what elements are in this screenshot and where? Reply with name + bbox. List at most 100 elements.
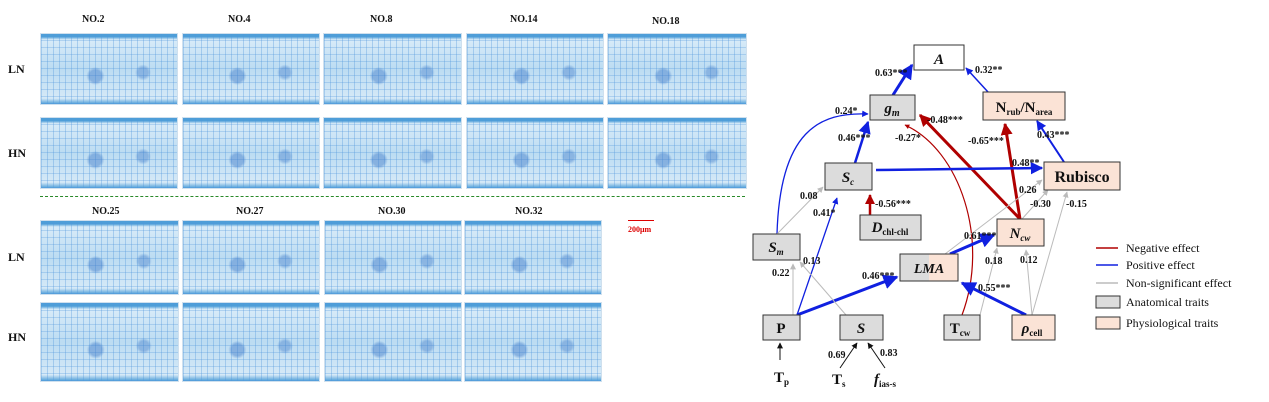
node-sc-box [824, 162, 873, 191]
row-hn-bottom: HN [8, 330, 26, 344]
label-no30: NO.30 [378, 206, 406, 217]
node-rho-box [1011, 314, 1056, 341]
node-lma: LMA [913, 262, 944, 277]
edge-ncw-gm [918, 113, 1022, 221]
edge-lma-ncw [949, 233, 996, 256]
micrograph [182, 33, 320, 105]
coef: 0.63*** [875, 68, 908, 79]
coef: 0.48** [1012, 158, 1040, 169]
node-labels: A gm Nrub/Narea Sc Rubisco Dchl-chl Sm N… [768, 52, 1109, 389]
coef: -0.48*** [927, 115, 963, 126]
node-rubisco: Rubisco [1054, 169, 1109, 186]
edge-p-lma [796, 274, 899, 317]
micrograph [40, 117, 178, 189]
node-sm-box [752, 233, 801, 261]
node-lma-box-left [900, 254, 929, 281]
legend-physiological: Physiological traits [1126, 316, 1219, 330]
edge-rub-nrub [1036, 120, 1065, 163]
micrograph [40, 220, 179, 295]
micrograph [464, 220, 602, 295]
edge-gm-a [891, 63, 914, 96]
micrograph [324, 302, 462, 382]
divider-line [40, 196, 745, 197]
node-p-box [762, 314, 801, 341]
nodes [752, 44, 1121, 341]
micrograph [323, 33, 462, 105]
legend-negative: Negative effect [1126, 241, 1200, 255]
label-no8: NO.8 [370, 14, 393, 25]
node-nrub-narea: Nrub/Narea [996, 100, 1053, 117]
label-no27: NO.27 [236, 206, 264, 217]
legend-ns: Non-significant effect [1126, 276, 1232, 290]
micrograph [466, 33, 604, 105]
coef: 0.08 [800, 191, 818, 202]
node-sm: Sm [768, 240, 783, 257]
label-no2: NO.2 [82, 14, 105, 25]
node-lma-box-right [929, 254, 958, 281]
node-s-box [839, 314, 884, 341]
coef: 0.22 [772, 268, 790, 279]
edge-ncw-rub [1021, 189, 1049, 220]
node-s: S [857, 321, 865, 337]
node-rubisco-box [1043, 161, 1121, 191]
node-f: fias-s [874, 372, 897, 389]
coef: 0.12 [1020, 255, 1038, 266]
node-gm: gm [883, 101, 900, 119]
label-no32: NO.32 [515, 206, 543, 217]
scale-bar-label: 200μm [628, 225, 652, 234]
edge-p-sc [796, 197, 839, 316]
row-ln-bottom: LN [8, 250, 25, 264]
micrograph [182, 220, 320, 295]
node-ts: Ts [832, 372, 846, 389]
edge-sc-gm [853, 120, 871, 164]
legend: Negative effect Positive effect Non-sign… [1095, 241, 1232, 330]
micrograph [182, 302, 320, 382]
micrograph [182, 117, 320, 189]
legend-anatomical-swatch [1095, 295, 1121, 309]
edge-sm-sc [776, 186, 824, 235]
coef: 0.26 [1019, 185, 1037, 196]
edge-tcw-ncw [979, 247, 999, 316]
legend-positive: Positive effect [1126, 258, 1195, 272]
coef: 0.46*** [838, 133, 871, 144]
coef: 0.41* [813, 208, 836, 219]
node-ncw-box [996, 218, 1045, 247]
edge-labels: 0.63*** 0.32** 0.24* 0.46*** -0.48*** -0… [772, 65, 1087, 361]
node-a-box [913, 44, 965, 71]
micrograph [607, 33, 747, 105]
coef: -0.15 [1066, 199, 1087, 210]
micrograph [324, 220, 462, 295]
coef: -0.56*** [875, 199, 911, 210]
node-d-box [859, 214, 922, 241]
coef: 0.46*** [862, 271, 895, 282]
node-tcw-box [943, 314, 981, 341]
node-tp: Tp [774, 370, 789, 387]
micrograph [40, 302, 179, 382]
coef: 0.18 [985, 256, 1003, 267]
edge-rho-ncw [1023, 249, 1033, 316]
row-ln-top: LN [8, 62, 25, 76]
edge-f-s [867, 342, 886, 369]
coef: 0.32** [975, 65, 1003, 76]
coef: 0.55*** [978, 283, 1011, 294]
edge-nrub-a [965, 67, 989, 93]
coef: -0.65*** [968, 136, 1004, 147]
node-lma-border [899, 253, 959, 282]
edge-s-sm [799, 261, 847, 316]
coef: 0.61*** [964, 231, 997, 242]
coef: 0.69 [828, 350, 846, 361]
edge-rho-rub [1031, 191, 1069, 316]
micrograph [40, 33, 178, 105]
node-gm-box [869, 94, 916, 121]
scale-bar [628, 220, 654, 221]
edge-ncw-nrub [1000, 122, 1022, 220]
node-dchl: Dchl-chl [871, 220, 909, 237]
coef: 0.24* [835, 106, 858, 117]
micrograph [607, 117, 747, 189]
legend-physiological-swatch [1095, 316, 1121, 330]
micrograph [323, 117, 462, 189]
coef: 0.13 [803, 256, 821, 267]
node-sc: Sc [842, 170, 854, 187]
label-no25: NO.25 [92, 206, 120, 217]
